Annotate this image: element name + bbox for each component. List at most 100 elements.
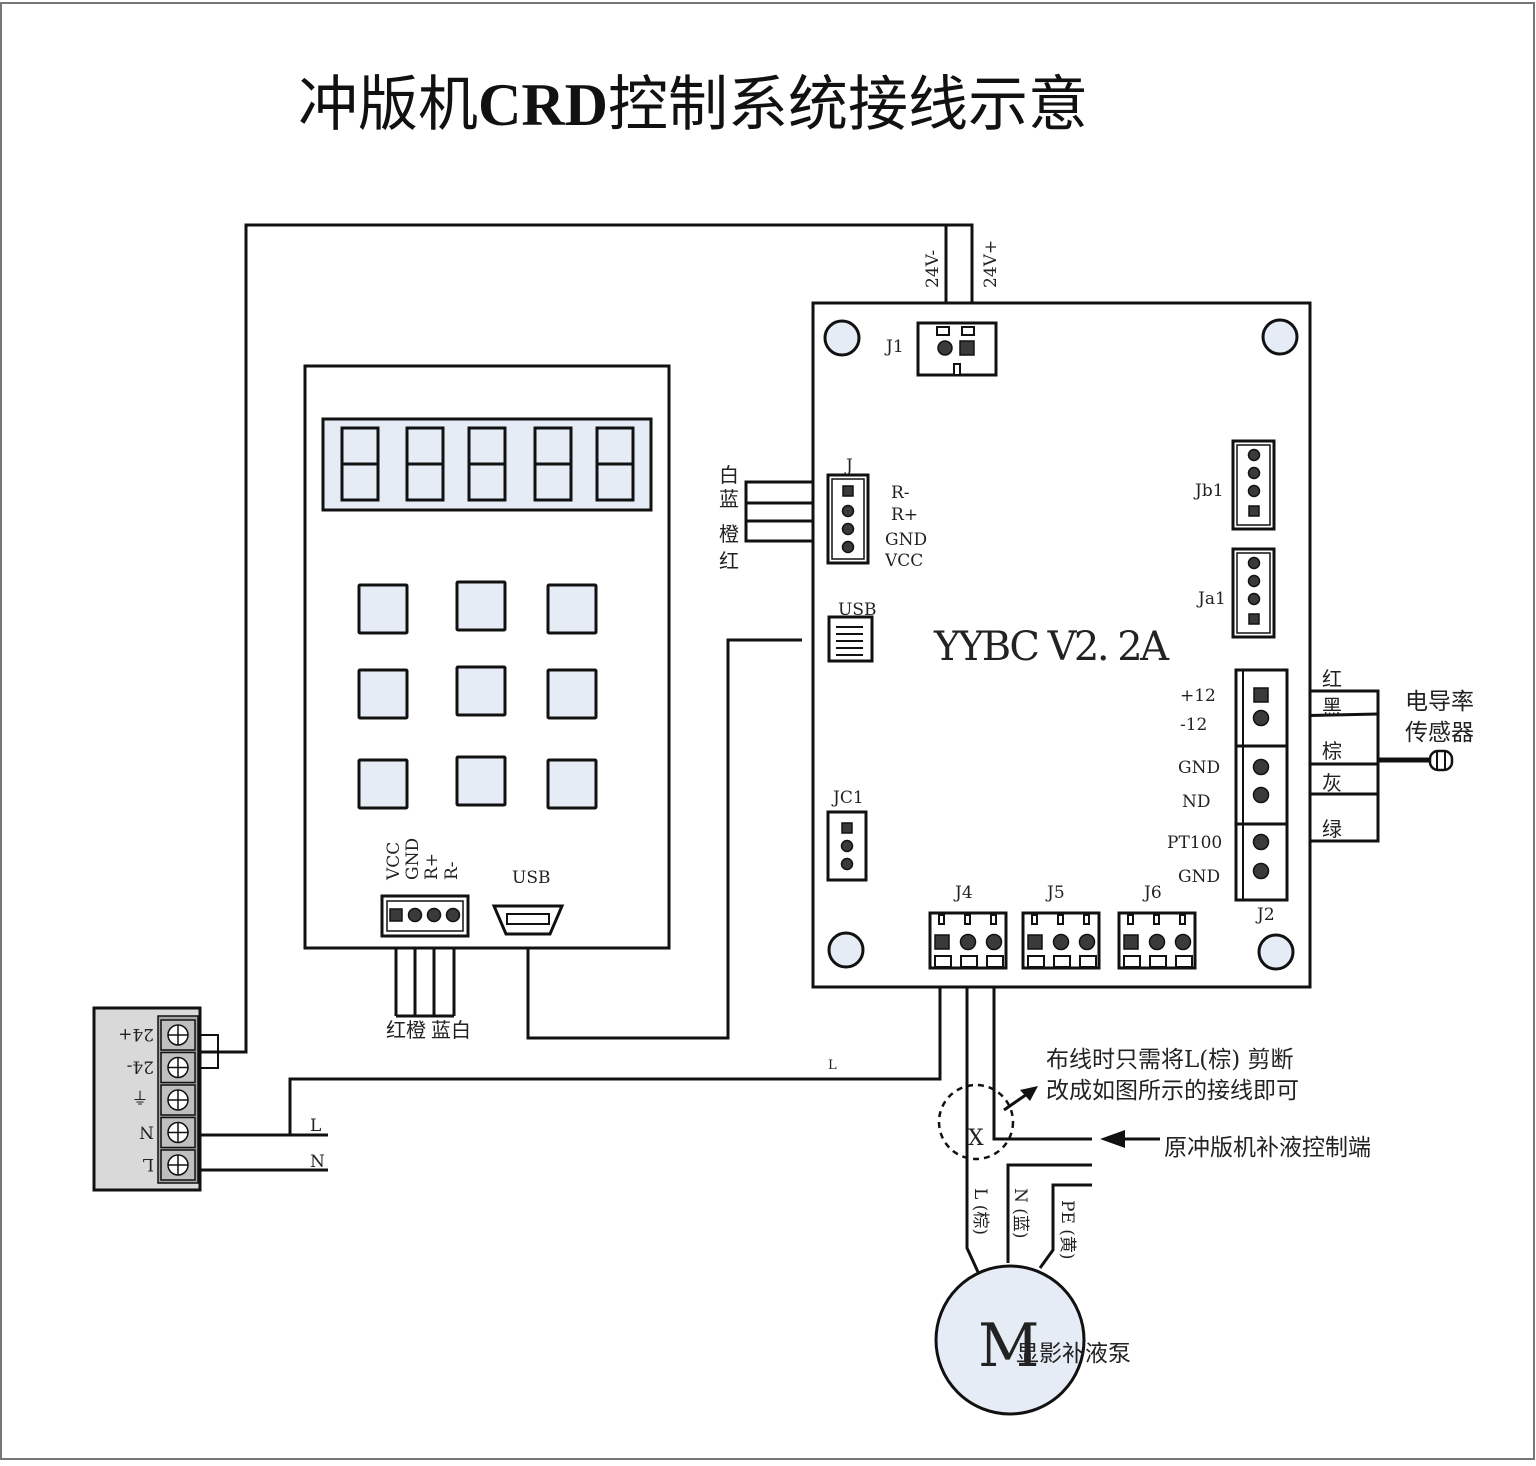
psu-input-label-n: N — [310, 1152, 325, 1172]
label-j1: J1 — [884, 337, 904, 357]
label-jb1: Jb1 — [1193, 481, 1224, 501]
label-j-vcc: VCC — [884, 551, 923, 571]
terminal-screw — [1053, 955, 1071, 968]
panel-pin-gnd — [407, 907, 423, 923]
keypad-key[interactable] — [357, 758, 409, 810]
panel-usb-slot — [506, 913, 550, 925]
ground-icon: ⏚ — [132, 1090, 149, 1110]
bridge-24 — [200, 1034, 219, 1069]
mounting-hole-tl — [823, 319, 861, 357]
label-j2-pt100: PT100 — [1167, 833, 1222, 853]
terminal-pin — [959, 933, 977, 951]
keypad-key[interactable] — [546, 668, 598, 720]
board-name: YYBC V2. 2A — [933, 624, 1170, 670]
psu-terminal-label: L — [143, 1154, 154, 1174]
keypad-key[interactable] — [455, 580, 507, 632]
pump-lead-n: N (蓝) — [1010, 1188, 1030, 1239]
keypad-key[interactable] — [357, 583, 409, 635]
bus-color-blue: 蓝 — [431, 1018, 451, 1042]
label-j-gnd: GND — [885, 530, 927, 550]
keypad-key[interactable] — [455, 755, 507, 807]
connector-pin-square — [1248, 613, 1260, 625]
terminal-tab — [964, 914, 971, 925]
connector-j4 — [928, 911, 1008, 970]
label-j2-minus12: -12 — [1180, 715, 1207, 735]
panel-pin-label-r-minus: R- — [442, 861, 462, 880]
connector-j6 — [1117, 911, 1197, 970]
keypad-key[interactable] — [455, 665, 507, 717]
label-jc1: JC1 — [831, 788, 864, 808]
connector-pin — [1247, 592, 1261, 606]
bus-color-orange: 橙 — [406, 1018, 426, 1042]
pump-lead-l: L (棕) — [970, 1188, 990, 1235]
connector-pin — [1247, 556, 1261, 570]
label-j2-plus12: +12 — [1180, 686, 1216, 706]
panel-connector-inner — [386, 900, 464, 932]
panel-pin-r-minus — [445, 907, 461, 923]
sensor-color-black: 黑 — [1322, 695, 1342, 719]
terminal-tab — [1179, 914, 1186, 925]
sensor-color-green: 绿 — [1322, 817, 1342, 841]
wire-l-to-j4 — [288, 968, 942, 1135]
sensor-color-red: 红 — [1322, 667, 1342, 691]
mounting-hole-br — [1257, 933, 1295, 971]
board-usb-port[interactable] — [827, 615, 874, 663]
label-j2-gnd: GND — [1178, 758, 1220, 778]
terminal-tab — [938, 914, 945, 925]
terminal-pin-square — [1027, 934, 1043, 950]
pump-motor — [934, 1264, 1086, 1416]
terminal-screw — [960, 955, 978, 968]
terminal-pin — [1078, 933, 1096, 951]
psu-terminal-label: 24- — [127, 1057, 154, 1077]
bus-color-red: 红 — [386, 1018, 406, 1042]
keypad-key[interactable] — [357, 668, 409, 720]
power-supply: 24+24-⏚NL — [92, 1006, 202, 1192]
connector-inner — [1236, 552, 1271, 634]
wire-24v-pos — [200, 223, 974, 1054]
label-j4: J4 — [953, 883, 973, 903]
connector-jc1 — [826, 810, 868, 882]
diagram-title: 冲版机CRD控制系统接线示意 — [298, 70, 1088, 140]
connector-pin — [1247, 574, 1261, 588]
connector-jb1 — [1231, 439, 1276, 531]
wire-pe-yellow — [1038, 1183, 1092, 1269]
panel-pin-label-vcc: VCC — [384, 842, 404, 881]
label-j2-nd: ND — [1182, 792, 1211, 812]
sensor-color-gray: 灰 — [1322, 771, 1342, 795]
terminal-tab — [1083, 914, 1090, 925]
label-24v-pos: 24V+ — [981, 240, 1001, 288]
terminal-tab — [990, 914, 997, 925]
l-line-label: L — [828, 1058, 837, 1073]
keypad-key[interactable] — [546, 583, 598, 635]
label-j-r-minus: R- — [891, 483, 910, 503]
display-panel — [303, 364, 671, 950]
connector-j1 — [916, 321, 998, 377]
label-j6: J6 — [1142, 883, 1162, 903]
connector-j5 — [1021, 911, 1101, 970]
connector-pin — [1247, 466, 1261, 480]
connector-pin — [1247, 484, 1261, 498]
terminal-screw — [934, 955, 952, 968]
label-board-usb: USB — [838, 600, 876, 620]
cut-note-line2: 改成如图所示的接线即可 — [1046, 1078, 1299, 1104]
label-j2: J2 — [1255, 905, 1275, 925]
terminal-pin — [1148, 933, 1166, 951]
connector-ja1 — [1231, 547, 1276, 639]
panel-usb-label: USB — [512, 868, 550, 888]
label-j2-gnd2: GND — [1178, 867, 1220, 887]
connector-pin-square — [1248, 505, 1260, 517]
terminal-pin — [1052, 933, 1070, 951]
psu-terminal-label: N — [139, 1122, 154, 1142]
j-color-white: 白 — [719, 463, 739, 487]
connector-j2 — [1234, 668, 1289, 902]
note-arrow-head-icon — [1020, 1086, 1038, 1101]
keypad-key[interactable] — [546, 758, 598, 810]
terminal-tab — [1127, 914, 1134, 925]
terminal-pin — [985, 933, 1003, 951]
cut-highlight-circle — [937, 1083, 1015, 1161]
terminal-screw — [1027, 955, 1045, 968]
control-end-label: 原冲版机补液控制端 — [1164, 1135, 1371, 1161]
mounting-hole-bl — [827, 931, 865, 969]
